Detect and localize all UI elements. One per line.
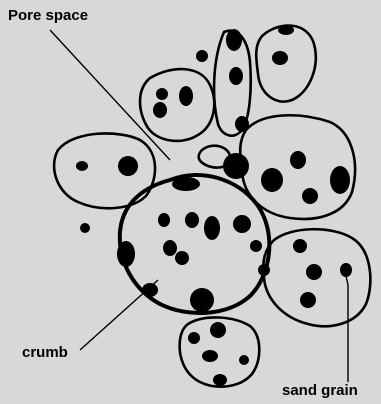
sand-grain [118, 156, 138, 176]
sand-grain [300, 292, 316, 308]
sand-grain [330, 166, 350, 194]
sand-grain [340, 263, 352, 277]
sand-grain [158, 213, 170, 227]
sand-grain [210, 322, 226, 338]
sand-grain [156, 88, 168, 100]
sand-grain [235, 116, 249, 132]
sand-grain [142, 283, 158, 297]
sand-grain [261, 168, 283, 192]
sand-grain-label: sand grain [282, 383, 358, 398]
sand-grain [175, 251, 189, 265]
sand-grain [306, 264, 322, 280]
sand-grain [233, 215, 251, 233]
sand-grain [80, 223, 90, 233]
sand-grain [179, 86, 193, 106]
sand-grain [190, 288, 214, 312]
crumb-label: crumb [22, 345, 68, 360]
sand-grain [76, 161, 88, 171]
crumb-top-center [140, 69, 214, 141]
sand-grain [188, 332, 200, 344]
sand-grain [202, 350, 218, 362]
sand-grain [204, 216, 220, 240]
sand-grain [163, 240, 177, 256]
sand-grain [172, 177, 200, 191]
sand-grain [239, 355, 249, 365]
sand-grain [272, 51, 288, 65]
sand-grain [196, 50, 208, 62]
crumb-left [54, 133, 155, 208]
sand-grain [213, 374, 227, 386]
pore-space-label: Pore space [8, 8, 88, 23]
sand-grain [250, 240, 262, 252]
sand-grain [153, 102, 167, 118]
sand-grain [302, 188, 318, 204]
sand-grain [117, 241, 135, 267]
sand-grain [258, 264, 270, 276]
crumb-top-right [256, 26, 316, 102]
sand-grain [226, 29, 242, 51]
sand-grain-leader-line [346, 276, 348, 382]
sand-grain [293, 239, 307, 253]
sand-grain [229, 67, 243, 85]
sand-grain [185, 212, 199, 228]
sand-grain [278, 25, 294, 35]
sand-grain [290, 151, 306, 169]
sand-grain [223, 153, 249, 179]
